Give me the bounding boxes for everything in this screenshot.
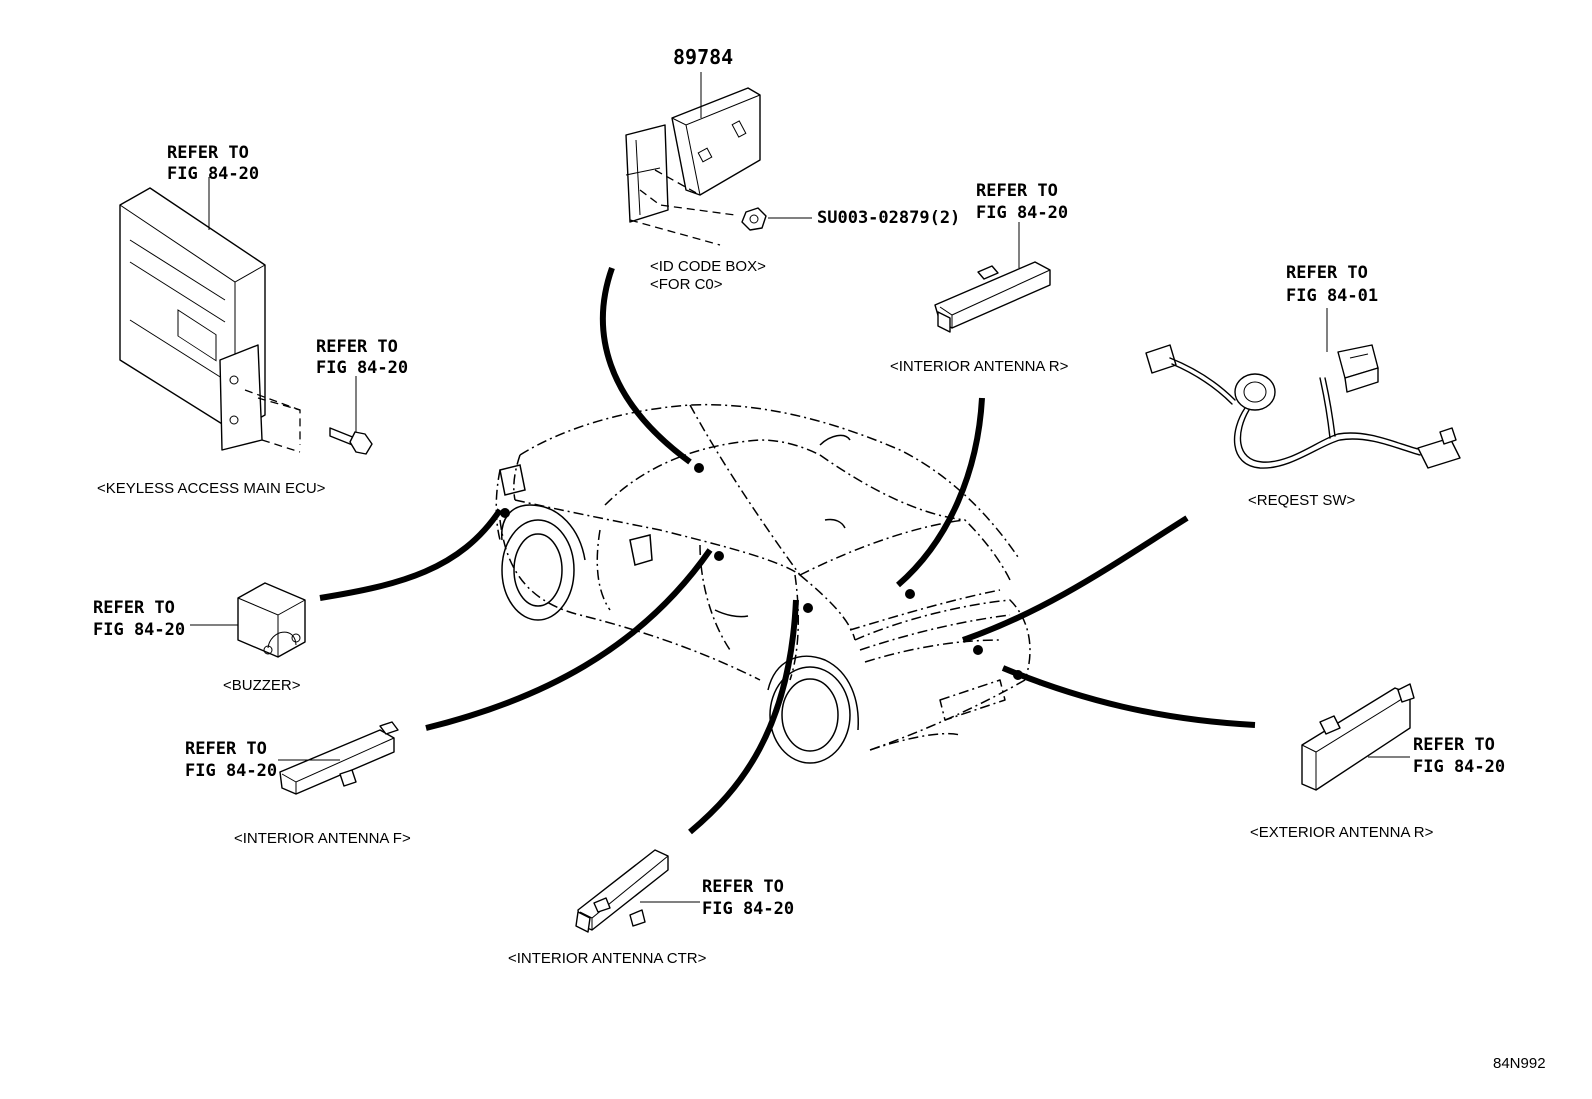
caption-id-code-box: <ID CODE BOX> [650,258,766,275]
caption-exterior-antenna-r: <EXTERIOR ANTENNA R> [1250,824,1434,841]
ecu-bolt-refer-to: REFER TO [316,337,398,357]
vehicle-outline [495,403,1031,764]
ecu-fig-ref: FIG 84-20 [167,164,259,184]
buzzer-refer-to: REFER TO [93,598,175,618]
caption-interior-antenna-r: <INTERIOR ANTENNA R> [890,358,1069,375]
interior-antenna-r-illustration [934,222,1051,333]
caption-request-sw: <REQEST SW> [1248,492,1355,509]
buzzer-fig-ref: FIG 84-20 [93,620,185,640]
dot-interior-antenna-ctr [803,603,813,613]
ext-antenna-fig-ref: FIG 84-20 [1413,757,1505,777]
caption-keyless-ecu: <KEYLESS ACCESS MAIN ECU> [97,480,326,497]
id-code-box-illustration [625,72,812,246]
keyless-ecu-illustration [119,177,373,455]
antenna-r-refer-to: REFER TO [976,181,1058,201]
antenna-ctr-refer-to: REFER TO [702,877,784,897]
ext-antenna-refer-to: REFER TO [1413,735,1495,755]
request-sw-fig-ref: FIG 84-01 [1286,286,1378,306]
dot-interior-antenna-f [714,551,724,561]
caption-for-co: <FOR C0> [650,276,723,293]
interior-antenna-ctr-illustration [575,849,700,933]
dot-interior-antenna-r [905,589,915,599]
dot-request-sw [973,645,983,655]
dot-id-code-box [694,463,704,473]
antenna-f-fig-ref: FIG 84-20 [185,761,277,781]
part-number-89784: 89784 [673,45,733,69]
bolt-code: SU003-02879(2) [817,208,960,228]
leader-lines [319,266,1256,835]
interior-antenna-f-illustration [278,721,399,795]
buzzer-illustration [190,582,306,658]
caption-interior-antenna-ctr: <INTERIOR ANTENNA CTR> [508,950,707,967]
dot-buzzer [500,508,510,518]
antenna-ctr-fig-ref: FIG 84-20 [702,899,794,919]
attachment-dots [500,463,1023,680]
request-sw-illustration [1145,308,1461,469]
diagram-code: 84N992 [1493,1055,1546,1072]
request-sw-refer-to: REFER TO [1286,263,1368,283]
dot-exterior-antenna-r [1013,670,1023,680]
ecu-bolt-fig-ref: FIG 84-20 [316,358,408,378]
antenna-f-refer-to: REFER TO [185,739,267,759]
antenna-r-fig-ref: FIG 84-20 [976,203,1068,223]
caption-interior-antenna-f: <INTERIOR ANTENNA F> [234,830,411,847]
ecu-refer-to: REFER TO [167,143,249,163]
exterior-antenna-r-illustration [1301,683,1415,791]
caption-buzzer: <BUZZER> [223,677,301,694]
